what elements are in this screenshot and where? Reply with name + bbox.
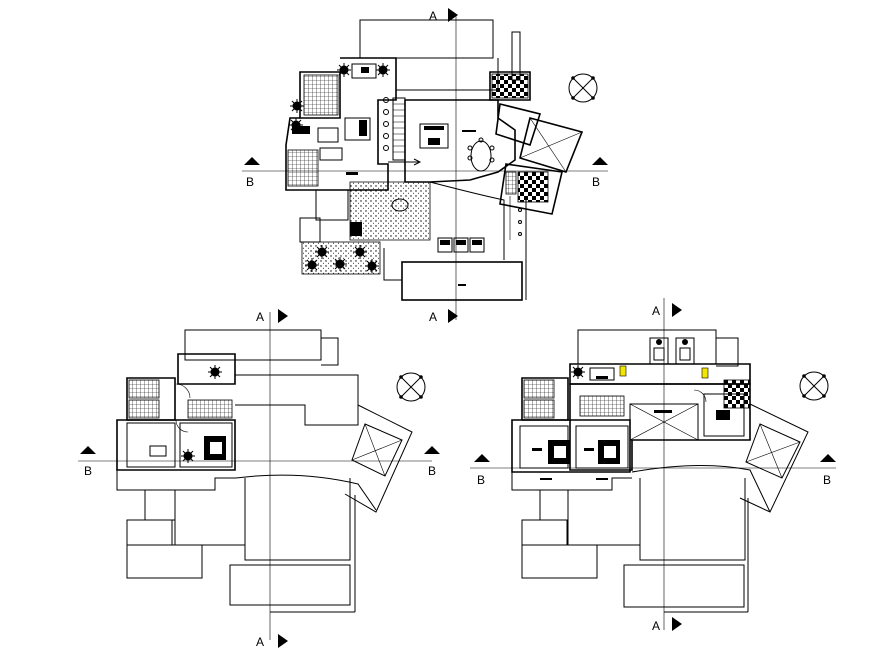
section-label-a-top-bottom: A	[429, 310, 437, 324]
compass-circle-icon	[568, 73, 598, 103]
section-markers: A A B B A A B B A A B B	[80, 8, 836, 649]
triangle-arrow-icon	[474, 454, 490, 462]
section-label-b-br-right: B	[823, 473, 831, 487]
triangle-arrow-icon	[672, 617, 682, 631]
triangle-arrow-icon	[448, 8, 458, 22]
triangle-arrow-icon	[592, 157, 608, 165]
triangle-arrow-icon	[424, 446, 440, 454]
section-label-a-bl-top: A	[256, 310, 264, 324]
compass-circle-icon	[799, 371, 829, 401]
section-label-b-br-left: B	[477, 473, 485, 487]
triangle-arrow-icon	[672, 303, 682, 317]
triangle-arrow-icon	[448, 309, 458, 323]
section-label-a-bl-bottom: A	[256, 635, 264, 649]
section-label-b-bl-left: B	[84, 464, 92, 478]
plan-top	[242, 14, 608, 320]
triangle-arrow-icon	[244, 157, 260, 165]
triangle-arrow-icon	[278, 309, 288, 323]
plan-bottom-right	[470, 298, 836, 630]
plan-bottom-left	[78, 312, 432, 640]
triangle-arrow-icon	[820, 454, 836, 462]
section-label-b-top-right: B	[592, 175, 600, 189]
section-label-a-br-bottom: A	[652, 619, 660, 633]
compass-circle-icon	[396, 372, 426, 402]
triangle-arrow-icon	[278, 634, 288, 648]
triangle-arrow-icon	[80, 446, 96, 454]
section-label-b-bl-right: B	[428, 464, 436, 478]
yellow-fixture	[619, 365, 627, 377]
section-label-a-br-top: A	[652, 304, 660, 318]
stairs-top	[383, 97, 406, 161]
section-label-a-top: A	[429, 9, 437, 23]
section-label-b-top-left: B	[246, 175, 254, 189]
